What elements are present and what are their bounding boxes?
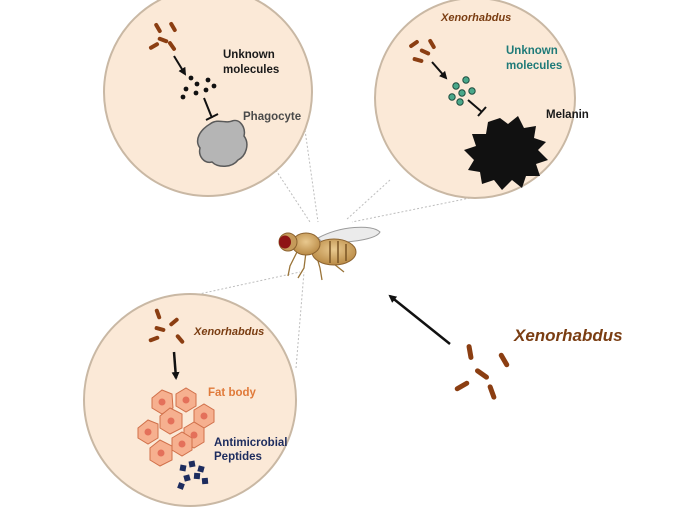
phagocyte-panel-circle xyxy=(103,0,313,197)
fruit-fly-illustration xyxy=(278,226,381,281)
fly-stripes xyxy=(329,241,347,263)
melanin-panel: Xenorhabdus Unknown molecules Melanin xyxy=(374,0,589,199)
phagocyte-panel: Unknown molecules Phagocyte xyxy=(103,0,313,197)
bacteria-cluster xyxy=(148,308,185,344)
melanin-label: Melanin xyxy=(546,109,589,121)
molecule-dots xyxy=(448,76,476,106)
fat-body-label: Fat body xyxy=(208,387,257,399)
induction-arrow xyxy=(171,351,180,380)
xenorhabdus-main-label: Xenorhabdus xyxy=(513,326,623,345)
inhibition-symbol xyxy=(203,97,219,121)
molecule-dots xyxy=(180,75,217,100)
connector-lines xyxy=(189,129,471,369)
unknown-molecules-label: Unknown molecules xyxy=(506,45,562,72)
induction-arrow xyxy=(173,55,187,76)
phagocyte-label: Phagocyte xyxy=(243,111,301,123)
fly-red-eye xyxy=(279,235,291,249)
phagocyte-cell xyxy=(196,119,248,167)
infection-arrow xyxy=(388,294,451,345)
bacteria-cluster xyxy=(409,38,436,63)
melanin-pathogen-label: Xenorhabdus xyxy=(440,12,511,24)
fatbody-pathogen-label: Xenorhabdus xyxy=(193,326,264,338)
unknown-molecules-label: Unknown molecules xyxy=(223,49,279,76)
inhibition-symbol xyxy=(467,99,487,117)
induction-arrow xyxy=(431,61,448,80)
peptide-squares xyxy=(177,460,209,490)
melanin-blob xyxy=(464,116,548,190)
antimicrobial-peptides-label: Antimicrobial Peptides xyxy=(214,437,291,463)
fat-body-nuclei xyxy=(144,396,208,457)
fatbody-panel: Xenorhabdus Fat body Antimicrobial Pepti… xyxy=(83,293,297,507)
xenorhabdus-bacteria xyxy=(454,344,510,400)
bacteria-cluster xyxy=(148,21,177,51)
